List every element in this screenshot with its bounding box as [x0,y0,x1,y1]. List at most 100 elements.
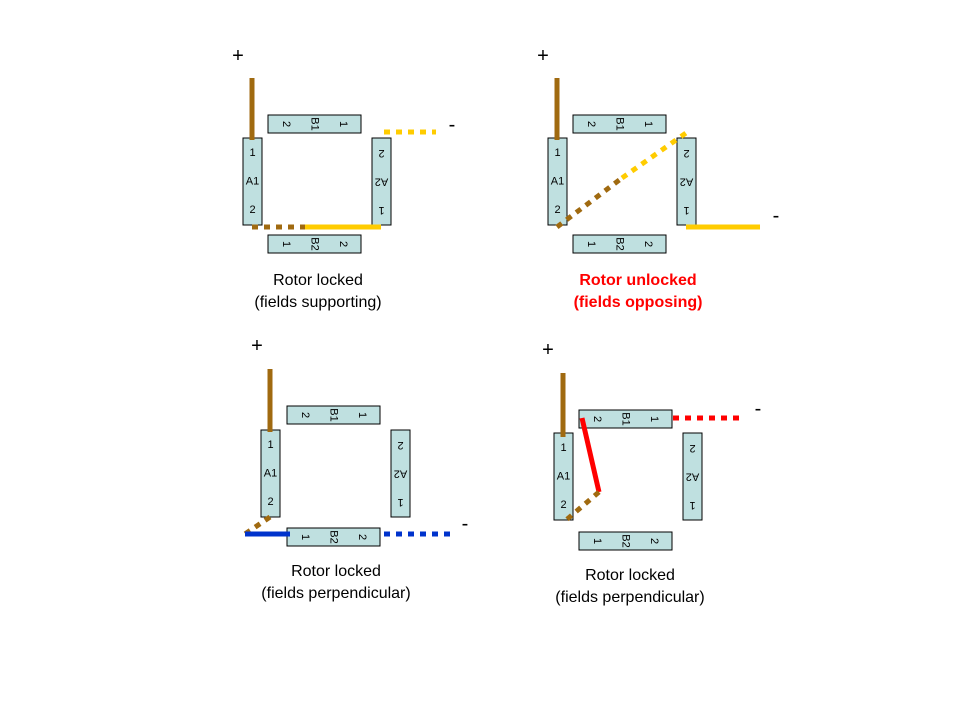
coil-a1: 1A1 2 [260,429,281,518]
coil-terminal-label: 1 [585,241,597,247]
plus-terminal-label: + [542,339,554,361]
coil-terminal-label: 2 [689,442,695,454]
coil-terminal-label: 1 [249,147,255,159]
coil-terminal-label: 1 [591,538,603,544]
caption-line-2: (fields opposing) [574,294,703,311]
coil-terminal-label: 2 [337,241,349,247]
coil-b1: 2 B1 1 [286,405,381,425]
coil-b1: 2 B1 1 [578,409,673,429]
caption-line-1: Rotor locked [585,567,675,584]
coil-terminal-label: 2 [397,439,403,451]
coil-terminal-label: 1 [397,496,403,508]
coil-box [572,234,667,254]
dotted-yellow-wire [620,130,688,181]
coil-terminal-label: 2 [356,534,368,540]
coil-box [390,429,411,518]
coil-terminal-label: B2 [614,237,626,250]
coil-terminal-label: B2 [620,534,632,547]
minus-terminal-label: - [773,205,780,227]
dotted-brown-wire [555,176,624,229]
coil-terminal-label: 2 [378,147,384,159]
coil-box [578,409,673,429]
coil-terminal-label: 2 [683,147,689,159]
coil-terminal-label: 2 [554,204,560,216]
coil-b2: 1 B2 2 [572,234,667,254]
coil-b1: 2 B1 1 [267,114,362,134]
coil-terminal-label: 1 [356,412,368,418]
coil-terminal-label: 1 [280,241,292,247]
coil-terminal-label: B1 [328,408,340,421]
coil-terminal-label: B1 [620,412,632,425]
caption-line-1: Rotor locked [273,272,363,289]
coil-terminal-label: 1 [337,121,349,127]
coil-b2: 1 B2 2 [267,234,362,254]
plus-terminal-label: + [232,45,244,67]
coil-terminal-label: B1 [309,117,321,130]
coil-box [371,137,392,226]
coil-terminal-label: A2 [375,176,388,188]
dotted-brown-wire [563,490,601,523]
coil-a1: 1A1 2 [553,432,574,521]
coil-box [578,531,673,551]
coil-terminal-label: B2 [309,237,321,250]
coil-terminal-label: 1 [378,204,384,216]
minus-terminal-label: - [449,114,456,136]
coil-terminal-label: A1 [557,471,570,483]
coil-terminal-label: 1 [648,416,660,422]
plus-terminal-label: + [537,45,549,67]
coil-a2: 2A2 1 [371,137,392,226]
caption-line-2: (fields perpendicular) [555,589,704,606]
coil-a2: 2A2 1 [682,432,703,521]
coil-a1: 1A1 2 [547,137,568,226]
solid-red-wire [579,417,602,493]
coil-terminal-label: 1 [683,204,689,216]
coil-terminal-label: 2 [585,121,597,127]
coil-terminal-label: B1 [614,117,626,130]
minus-terminal-label: - [755,398,762,420]
coil-terminal-label: 2 [267,496,273,508]
coil-a1: 1A1 2 [242,137,263,226]
dotted-brown-wire [243,514,272,537]
coil-box [572,114,667,134]
coil-terminal-label: A1 [264,468,277,480]
coil-terminal-label: 2 [249,204,255,216]
coil-terminal-label: 1 [642,121,654,127]
coil-a2: 2A2 1 [390,429,411,518]
coil-terminal-label: 2 [560,499,566,511]
minus-terminal-label: - [462,513,469,535]
coil-a2: 2A2 1 [676,137,697,226]
coil-terminal-label: 1 [560,442,566,454]
coil-terminal-label: 1 [299,534,311,540]
caption-line-2: (fields perpendicular) [261,585,410,602]
caption-line-1: Rotor unlocked [579,272,696,289]
coil-b2: 1 B2 2 [286,527,381,547]
coil-terminal-label: 1 [554,147,560,159]
coil-terminal-label: 1 [689,499,695,511]
coil-box [682,432,703,521]
coil-terminal-label: 2 [299,412,311,418]
plus-terminal-label: + [251,335,263,357]
coil-terminal-label: 2 [591,416,603,422]
coil-terminal-label: 2 [642,241,654,247]
coil-box [267,114,362,134]
coil-terminal-label: A1 [246,176,259,188]
coil-terminal-label: A2 [680,176,693,188]
coil-b1: 2 B1 1 [572,114,667,134]
caption-line-1: Rotor locked [291,563,381,580]
coil-terminal-label: A2 [686,471,699,483]
coil-terminal-label: A1 [551,176,564,188]
coil-terminal-label: 2 [648,538,660,544]
coil-box [286,527,381,547]
coil-terminal-label: B2 [328,530,340,543]
caption-line-2: (fields supporting) [254,294,381,311]
coil-terminal-label: 2 [280,121,292,127]
coil-terminal-label: 1 [267,439,273,451]
coil-terminal-label: A2 [394,468,407,480]
coil-b2: 1 B2 2 [578,531,673,551]
coil-box [286,405,381,425]
